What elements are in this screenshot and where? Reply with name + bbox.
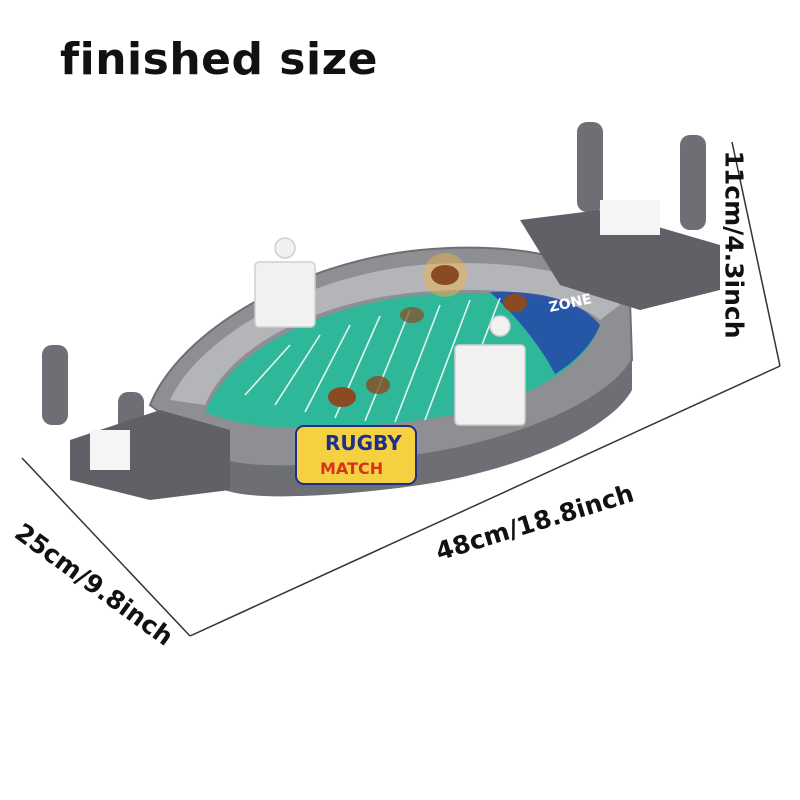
height-line	[731, 141, 781, 367]
launcher-left	[42, 345, 230, 500]
width-line	[21, 457, 191, 637]
ball	[400, 307, 424, 323]
front-skirt	[225, 360, 632, 497]
ball	[503, 294, 527, 312]
launcher-right	[520, 122, 720, 310]
goal-left	[254, 237, 316, 328]
ball	[431, 265, 459, 285]
page-title: finished size	[60, 34, 379, 85]
balls	[328, 253, 527, 407]
ball	[328, 387, 356, 407]
rugby-match-logo: RUGBY MATCH	[295, 425, 417, 485]
dimension-lines	[21, 141, 781, 637]
length-line	[189, 365, 781, 637]
logo-line1: RUGBY	[325, 431, 402, 455]
ball	[366, 376, 390, 394]
end-zone	[490, 291, 600, 374]
yard-lines	[244, 297, 501, 423]
stand-rows	[170, 263, 620, 405]
goal-center	[454, 315, 526, 426]
logo-line2: MATCH	[320, 459, 383, 478]
height-dimension: 11cm/4.3inch	[719, 150, 749, 339]
